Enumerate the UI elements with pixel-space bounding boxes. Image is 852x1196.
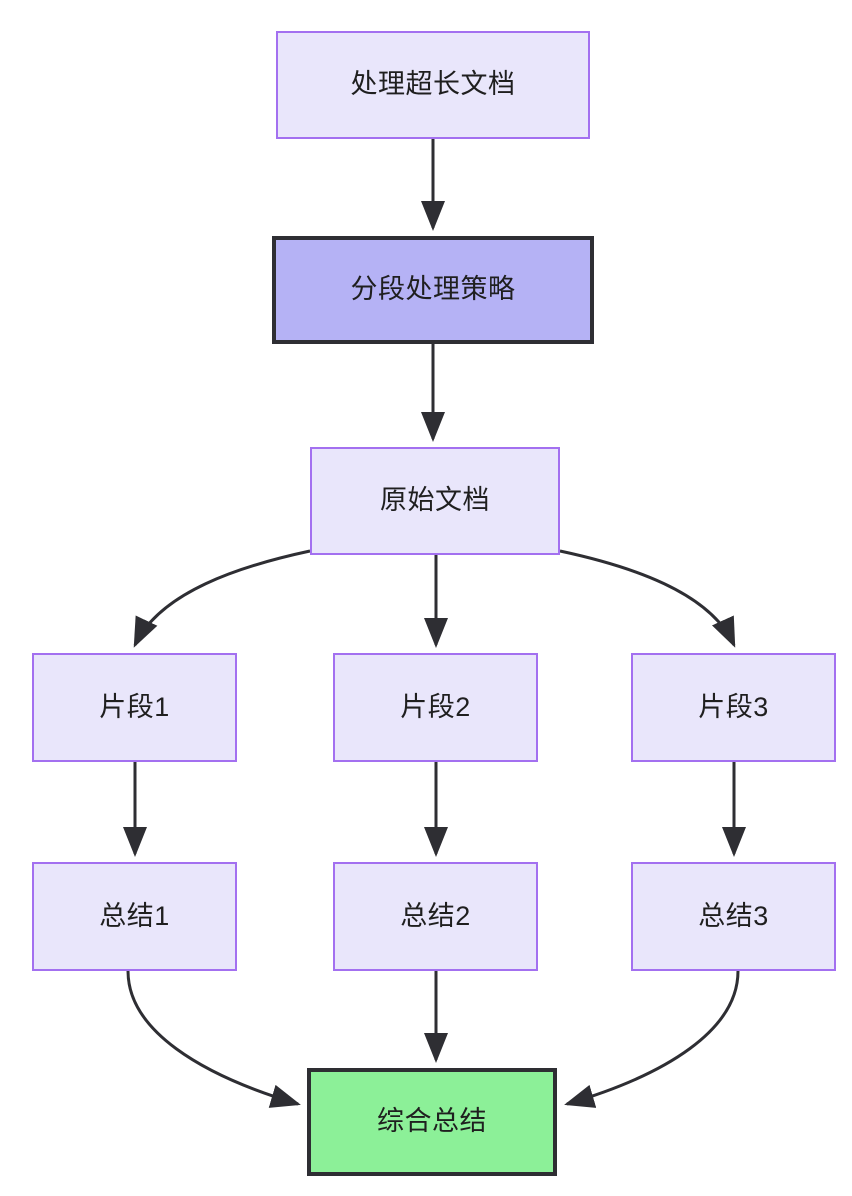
edge-doc_src-to-chunk3 xyxy=(559,549,736,648)
node-final[interactable]: 综合总结 xyxy=(307,1068,557,1176)
node-chunk3[interactable]: 片段3 xyxy=(631,653,836,762)
node-label-summary1: 总结1 xyxy=(99,900,170,931)
node-label-doc_long: 处理超长文档 xyxy=(350,69,516,100)
node-summary3[interactable]: 总结3 xyxy=(631,862,836,971)
edge-doc_src-to-chunk1 xyxy=(133,549,311,648)
node-doc_long[interactable]: 处理超长文档 xyxy=(276,31,590,139)
edge-paths xyxy=(123,139,746,1108)
node-label-strategy: 分段处理策略 xyxy=(350,274,516,305)
node-label-chunk2: 片段2 xyxy=(400,691,471,722)
node-chunk1[interactable]: 片段1 xyxy=(32,653,237,762)
node-doc_src[interactable]: 原始文档 xyxy=(310,447,560,555)
node-label-summary2: 总结2 xyxy=(400,900,471,931)
node-strategy[interactable]: 分段处理策略 xyxy=(272,236,594,344)
edge-summary1-to-final xyxy=(126,970,301,1108)
node-label-chunk1: 片段1 xyxy=(99,691,170,722)
node-label-final: 综合总结 xyxy=(377,1106,487,1137)
node-label-doc_src: 原始文档 xyxy=(380,485,490,516)
node-summary2[interactable]: 总结2 xyxy=(333,862,538,971)
node-summary1[interactable]: 总结1 xyxy=(32,862,237,971)
node-chunk2[interactable]: 片段2 xyxy=(333,653,538,762)
node-label-chunk3: 片段3 xyxy=(698,691,769,722)
edge-summary3-to-final xyxy=(564,970,740,1108)
node-label-summary3: 总结3 xyxy=(698,900,769,931)
